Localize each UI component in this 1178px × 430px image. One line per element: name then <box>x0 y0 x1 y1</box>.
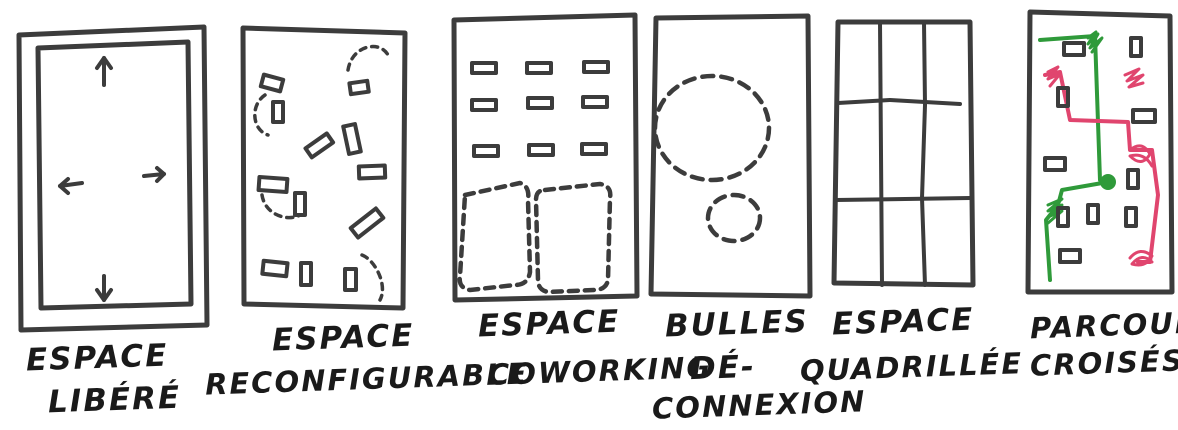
panel-espace-libere <box>19 27 207 330</box>
panel-parcours-croises <box>1028 12 1172 292</box>
panel-espace-reconfigurable <box>243 28 405 308</box>
label-bulles-1: BULLES <box>664 304 809 345</box>
label-espace-libere-1: ESPACE <box>25 338 169 379</box>
label-bulles-2: DÉ- <box>689 349 756 387</box>
label-espace-libere-2: LIBÉRÉ <box>47 380 181 421</box>
arrow-left-icon <box>60 179 82 193</box>
label-espace-quadrillee-1: ESPACE <box>831 302 975 343</box>
label-parcours-croises-1: PARCOURS <box>1029 305 1178 346</box>
label-espace-reconfigurable-1: ESPACE <box>271 318 415 359</box>
panel-espace-coworking <box>454 15 637 300</box>
label-parcours-croises-2: CROISÉS <box>1029 343 1178 382</box>
panel-bulles-deconnexion <box>651 16 810 296</box>
label-espace-coworking-1: ESPACE <box>477 304 621 345</box>
arrow-right-icon <box>144 168 164 181</box>
arrow-up-icon <box>97 58 111 85</box>
panel-espace-quadrillee <box>834 22 973 285</box>
arrow-down-icon <box>97 276 111 300</box>
